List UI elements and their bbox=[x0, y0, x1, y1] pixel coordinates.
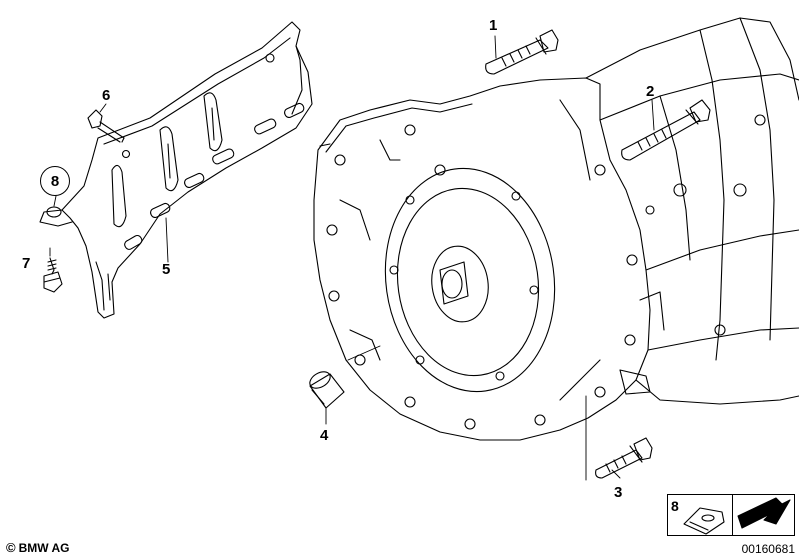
catalog-number: 00160681 bbox=[741, 542, 795, 556]
legend-clip-nut-icon bbox=[683, 507, 725, 535]
callout-6: 6 bbox=[102, 87, 111, 104]
bolt-2 bbox=[621, 99, 711, 161]
legend-box: 8 bbox=[667, 494, 795, 536]
legend-arrow-icon bbox=[737, 497, 791, 529]
bolt-1 bbox=[485, 29, 559, 75]
bolt-6 bbox=[87, 109, 125, 143]
sleeve-4 bbox=[309, 371, 345, 409]
bolt-3 bbox=[595, 437, 653, 479]
transmission-housing bbox=[313, 17, 799, 441]
heat-shield bbox=[39, 21, 313, 319]
brand-name: BMW AG bbox=[18, 540, 70, 555]
callout-4: 4 bbox=[320, 427, 329, 444]
callout-7: 7 bbox=[22, 255, 31, 272]
copyright: © BMW AG bbox=[6, 540, 69, 555]
callout-1: 1 bbox=[489, 17, 498, 34]
callout-8: 8 bbox=[40, 166, 70, 196]
copyright-symbol: © bbox=[6, 540, 16, 555]
legend-divider bbox=[732, 495, 733, 535]
legend-item-number: 8 bbox=[671, 498, 679, 514]
leader-lines bbox=[49, 35, 655, 481]
callout-3: 3 bbox=[614, 484, 623, 501]
callout-5: 5 bbox=[162, 261, 171, 278]
screw-7 bbox=[43, 257, 63, 293]
callout-2: 2 bbox=[646, 83, 655, 100]
